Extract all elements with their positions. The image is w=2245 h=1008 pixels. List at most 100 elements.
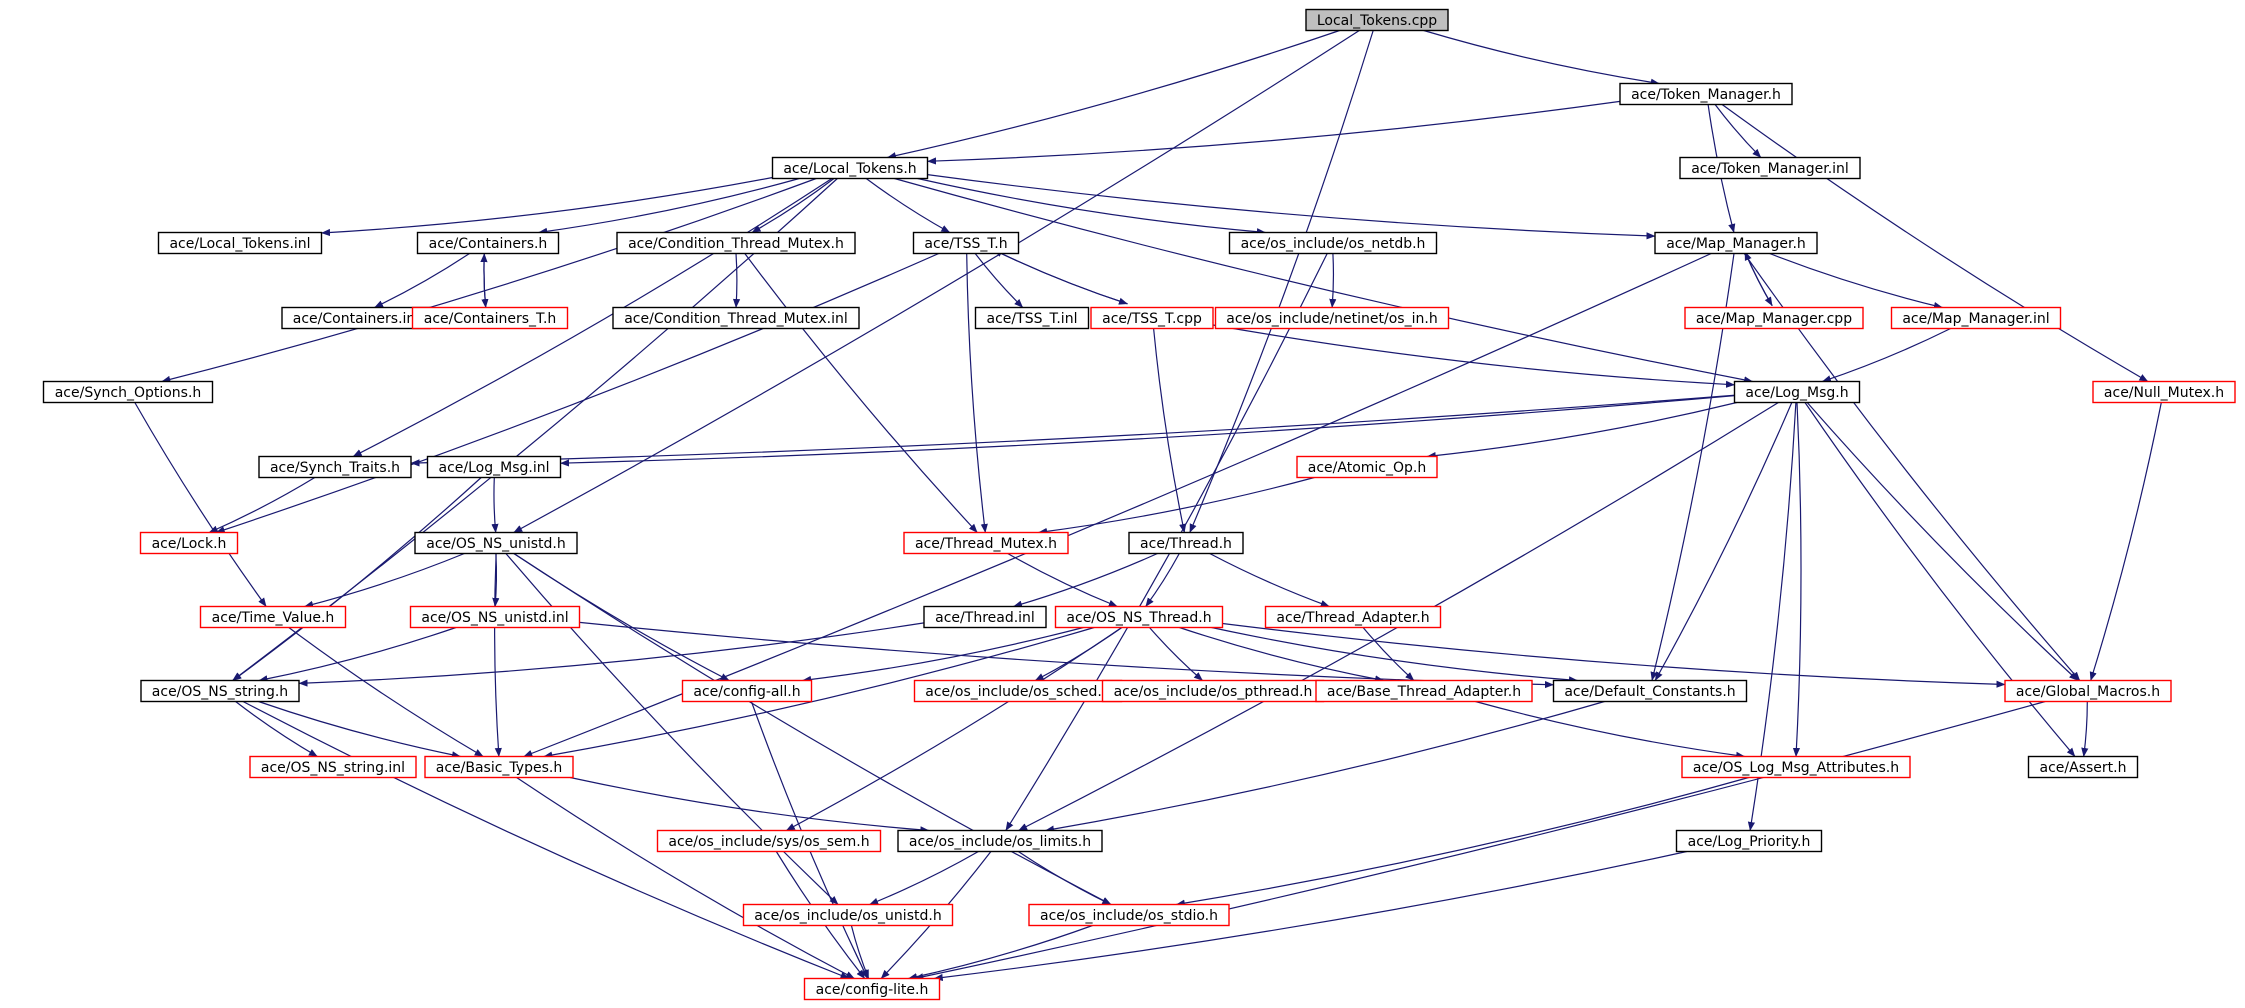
node-label: ace/Containers.inl (293, 311, 419, 327)
edge-root-to-token-manager-h (1423, 29, 1660, 86)
node-thread-h[interactable]: ace/Thread.h (1128, 531, 1244, 555)
edge-log-msg-h-to-os-log-msg-attr-h (1792, 402, 1802, 757)
node-box (414, 531, 578, 555)
node-global-macros-h[interactable]: ace/Global_Macros.h (2004, 679, 2172, 703)
node-containers-t-h[interactable]: ace/Containers_T.h (411, 306, 569, 330)
edge (974, 253, 1024, 308)
node-synch-traits-h[interactable]: ace/Synch_Traits.h (258, 455, 412, 479)
node-box (1619, 82, 1793, 106)
node-map-manager-inl[interactable]: ace/Map_Manager.inl (1890, 306, 2062, 330)
edge (1013, 552, 1158, 608)
node-atomic-op-h[interactable]: ace/Atomic_Op.h (1296, 455, 1438, 479)
node-local-tokens-h[interactable]: ace/Local_Tokens.h (771, 156, 929, 180)
edge-thread-h-to-thread-inl (1013, 552, 1158, 608)
node-label: ace/os_include/os_limits.h (909, 834, 1091, 850)
node-box (742, 903, 954, 927)
node-os-sched-h[interactable]: ace/os_include/os_sched.h (913, 679, 1123, 703)
node-label: ace/os_include/os_netdb.h (1241, 236, 1426, 252)
edge (2081, 701, 2089, 757)
node-label: ace/Lock.h (152, 536, 227, 552)
edge-cond-thread-mutex-h-to-thread-mutex-h (744, 253, 978, 533)
node-os-sem-h[interactable]: ace/os_include/sys/os_sem.h (656, 829, 882, 853)
node-os-pthread-h[interactable]: ace/os_include/os_pthread.h (1101, 679, 1325, 703)
node-box (416, 231, 560, 255)
node-tss-t-inl[interactable]: ace/TSS_T.inl (974, 306, 1090, 330)
edge-tss-t-cpp-to-log-msg-h (1212, 324, 1735, 388)
node-time-value-h[interactable]: ace/Time_Value.h (199, 605, 347, 629)
node-label: ace/Containers.h (429, 236, 548, 252)
node-cond-thread-mutex-inl[interactable]: ace/Condition_Thread_Mutex.inl (612, 306, 860, 330)
node-synch-options-h[interactable]: ace/Synch_Options.h (42, 380, 214, 404)
node-os-ns-string-inl[interactable]: ace/OS_NS_string.inl (249, 755, 417, 779)
node-default-constants-h[interactable]: ace/Default_Constants.h (1552, 679, 1748, 703)
node-thread-inl[interactable]: ace/Thread.inl (923, 605, 1047, 629)
node-containers-h[interactable]: ace/Containers.h (416, 231, 560, 255)
node-os-limits-h[interactable]: ace/os_include/os_limits.h (897, 829, 1103, 853)
node-os-log-msg-attr-h[interactable]: ace/OS_Log_Msg_Attributes.h (1681, 755, 1911, 779)
node-os-ns-string-h[interactable]: ace/OS_NS_string.h (140, 679, 300, 703)
node-label: ace/Log_Priority.h (1688, 834, 1811, 850)
edge-thread-h-to-os-ns-thread-h (1145, 553, 1180, 607)
edge-tss-t-h-to-thread-mutex-h (966, 253, 988, 533)
edge-atomic-op-h-to-thread-mutex-h (1038, 476, 1315, 535)
node-config-all-h[interactable]: ace/config-all.h (681, 679, 813, 703)
node-map-manager-h[interactable]: ace/Map_Manager.h (1654, 231, 1818, 255)
node-local-tokens-inl[interactable]: ace/Local_Tokens.inl (157, 231, 323, 255)
node-os-ns-unistd-inl[interactable]: ace/OS_NS_unistd.inl (409, 605, 581, 629)
node-map-manager-cpp[interactable]: ace/Map_Manager.cpp (1684, 306, 1864, 330)
node-null-mutex-h[interactable]: ace/Null_Mutex.h (2092, 380, 2236, 404)
edge-os-ns-string-h-to-os-ns-string-inl (235, 701, 318, 758)
node-box (923, 605, 1047, 629)
node-label: ace/Thread_Adapter.h (1276, 610, 1429, 626)
node-os-netdb-h[interactable]: ace/os_include/os_netdb.h (1228, 231, 1438, 255)
node-tss-t-h[interactable]: ace/TSS_T.h (912, 231, 1020, 255)
node-thread-adapter-h[interactable]: ace/Thread_Adapter.h (1264, 605, 1442, 629)
node-token-manager-h[interactable]: ace/Token_Manager.h (1619, 82, 1793, 106)
edge-os-ns-unistd-h-to-basic-types-h (494, 553, 502, 757)
node-box (903, 531, 1069, 555)
node-containers-inl[interactable]: ace/Containers.inl (281, 306, 431, 330)
edge (1175, 776, 1749, 907)
node-lock-h[interactable]: ace/Lock.h (139, 531, 239, 555)
edge-synch-traits-h-to-lock-h (208, 476, 316, 534)
node-os-ns-thread-h[interactable]: ace/OS_NS_Thread.h (1054, 605, 1224, 629)
node-label: ace/Thread.inl (935, 610, 1035, 626)
edge-os-ns-thread-h-to-base-thread-adapter-h (1179, 626, 1385, 683)
node-label: ace/Time_Value.h (212, 610, 335, 626)
node-log-msg-h[interactable]: ace/Log_Msg.h (1733, 380, 1861, 404)
edge-os-ns-thread-h-to-config-all-h (802, 626, 1084, 684)
node-box (1890, 306, 2062, 330)
node-log-priority-h[interactable]: ace/Log_Priority.h (1675, 829, 1823, 853)
edge-token-manager-h-to-null-mutex-h (1721, 104, 2149, 383)
node-cond-thread-mutex-h[interactable]: ace/Condition_Thread_Mutex.h (616, 231, 856, 255)
edge (993, 249, 1128, 305)
node-root[interactable]: Local_Tokens.cpp (1305, 8, 1449, 32)
node-token-manager-inl[interactable]: ace/Token_Manager.inl (1679, 156, 1861, 180)
edge-local-tokens-h-to-log-msg-h (894, 177, 1754, 384)
node-box (258, 455, 412, 479)
node-os-ns-unistd-h[interactable]: ace/OS_NS_unistd.h (414, 531, 578, 555)
node-base-thread-adapter-h[interactable]: ace/Base_Thread_Adapter.h (1315, 679, 1533, 703)
node-box (426, 455, 562, 479)
edge-os-log-msg-attr-h-to-os-stdio-h (1175, 776, 1749, 907)
node-thread-mutex-h[interactable]: ace/Thread_Mutex.h (903, 531, 1069, 555)
node-label: ace/Condition_Thread_Mutex.h (628, 236, 844, 252)
node-box (1733, 380, 1861, 404)
edge-token-manager-h-to-local-tokens-h (927, 100, 1621, 165)
edge (1045, 700, 1605, 833)
node-os-stdio-h[interactable]: ace/os_include/os_stdio.h (1028, 903, 1230, 927)
edge (1721, 104, 2149, 383)
node-os-unistd-h[interactable]: ace/os_include/os_unistd.h (742, 903, 954, 927)
edge (480, 253, 488, 308)
node-assert-h[interactable]: ace/Assert.h (2027, 755, 2139, 779)
edge (352, 177, 833, 458)
node-log-msg-inl[interactable]: ace/Log_Msg.inl (426, 455, 562, 479)
node-tss-t-cpp[interactable]: ace/TSS_T.cpp (1090, 306, 1214, 330)
node-basic-types-h[interactable]: ace/Basic_Types.h (424, 755, 574, 779)
node-config-lite-h[interactable]: ace/config-lite.h (803, 977, 941, 1001)
node-box (1679, 156, 1861, 180)
node-box (616, 231, 856, 255)
node-os-in-h[interactable]: ace/os_include/netinet/os_in.h (1214, 306, 1450, 330)
edge-cond-thread-mutex-h-to-cond-thread-mutex-inl (732, 253, 741, 308)
node-label: ace/TSS_T.inl (987, 311, 1078, 327)
